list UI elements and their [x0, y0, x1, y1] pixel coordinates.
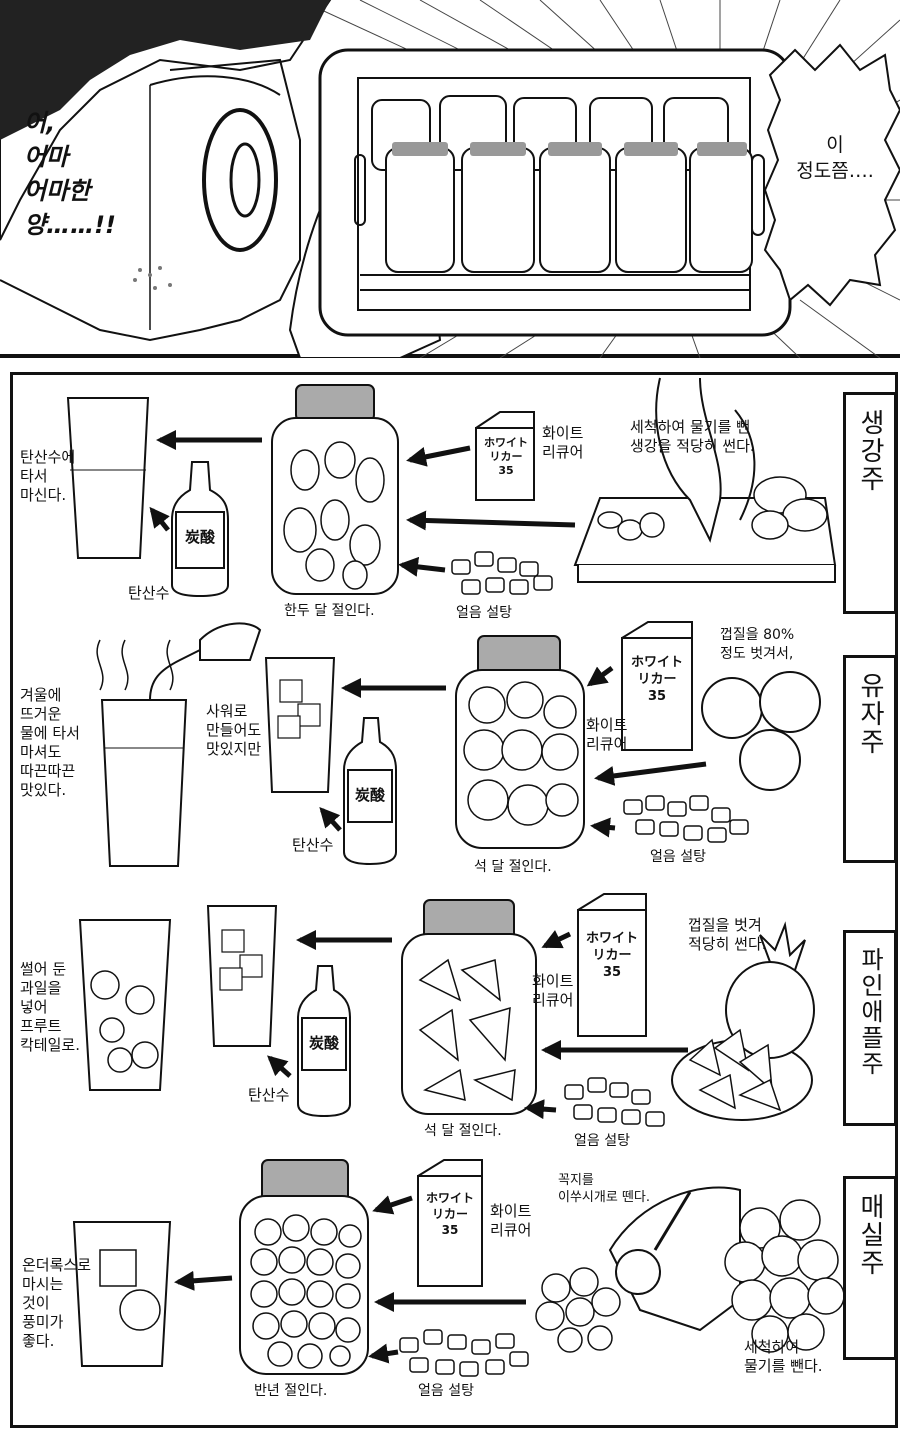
carton-label: ホワイト リカー 35 — [484, 436, 528, 477]
yuzu-serve2-text: 겨울에 뜨거운 물에 타서 마셔도 따끈따끈 맛있다. — [20, 686, 80, 799]
section-title-plum: 매실주 — [843, 1176, 897, 1360]
pineapple-steep-label: 석 달 절인다. — [424, 1123, 502, 1139]
plum-section — [72, 1159, 845, 1377]
carton-label: ホワイト リカー 35 — [630, 655, 683, 704]
plum-prep2-label: 세척하여 물기를 뺀다. — [744, 1338, 823, 1375]
ginger-serve-text: 탄산수에 타서 마신다. — [20, 448, 76, 504]
pineapple-sugar-label: 얼음 설탕 — [574, 1133, 630, 1149]
yuzu-soda-label: 탄산수 — [292, 836, 334, 854]
plum-serve-text: 온더록스로 마시는 것이 풍미가 좋다. — [22, 1256, 92, 1350]
soda-bottle-label: 炭酸 — [184, 528, 215, 546]
ginger-prep-label: 세척하여 물기를 뺀 생강을 적당히 썬다. — [630, 418, 755, 455]
pineapple-prep-label: 껍질을 벗겨 적당히 썬다. — [688, 916, 767, 953]
top-panel: 어, 어마 어마한 양……!! 이 정도쯤…. — [0, 0, 900, 358]
ginger-section — [66, 377, 837, 598]
ginger-sugar-label: 얼음 설탕 — [456, 605, 512, 621]
ginger-steep-label: 한두 달 절인다. — [284, 603, 375, 619]
carton-label: ホワイト リカー 35 — [425, 1191, 474, 1237]
pineapple-soda-label: 탄산수 — [248, 1086, 290, 1104]
pineapple-serve-text: 썰어 둔 과일을 넣어 프루트 칵테일로. — [20, 960, 80, 1054]
yuzu-liquor-label: 화이트 리큐어 — [586, 716, 628, 753]
ginger-soda-label: 탄산수 — [128, 584, 170, 602]
ginger-liquor-label: 화이트 리큐어 — [542, 424, 584, 461]
carton-label: ホワイト リカー 35 — [585, 931, 638, 980]
yuzu-prep-label: 껍질을 80% 정도 벗겨서, — [720, 627, 795, 662]
plum-prep-label: 꼭지를 이쑤시개로 뗀다. — [558, 1173, 650, 1205]
top-panel-art — [0, 0, 900, 358]
shout-text: 어, 어마 어마한 양……!! — [24, 109, 116, 239]
yuzu-steep-label: 석 달 절인다. — [474, 859, 552, 875]
section-title-pineapple: 파인애플주 — [843, 930, 897, 1126]
plum-sugar-label: 얼음 설탕 — [418, 1383, 474, 1399]
section-title-yuzu: 유자주 — [843, 655, 897, 863]
soda-bottle-label: 炭酸 — [354, 786, 385, 804]
plum-steep-label: 반년 절인다. — [254, 1383, 328, 1399]
pineapple-liquor-label: 화이트 리큐어 — [532, 972, 574, 1009]
yuzu-sugar-label: 얼음 설탕 — [650, 849, 706, 865]
section-title-ginger: 생강주 — [843, 392, 897, 614]
yuzu-serve-text: 사워로 만들어도 맛있지만 — [206, 702, 262, 758]
soda-bottle-label: 炭酸 — [308, 1034, 339, 1052]
yuzu-section — [96, 621, 821, 867]
bubble-text: 이 정도쯤…. — [796, 134, 874, 182]
pineapple-section — [78, 893, 815, 1127]
plum-liquor-label: 화이트 리큐어 — [490, 1202, 532, 1239]
